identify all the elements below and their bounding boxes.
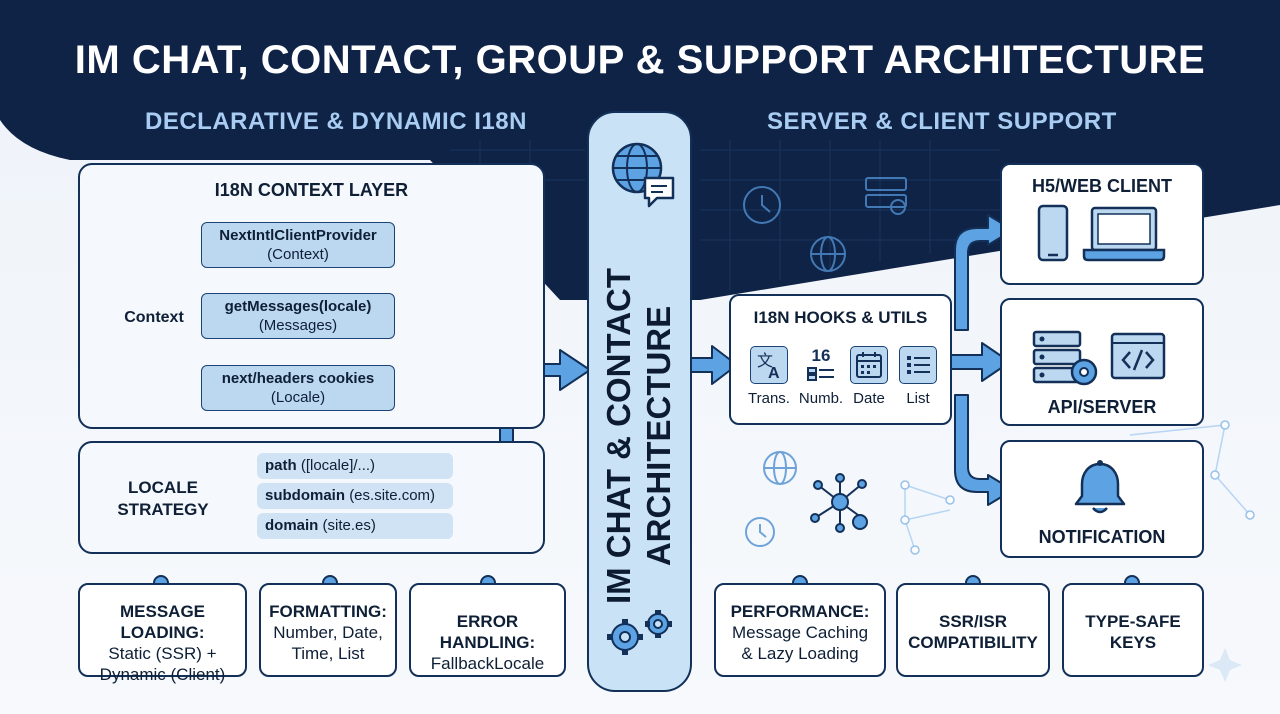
target-label-web-client: H5/WEB CLIENT — [1031, 176, 1172, 196]
feature-title: COMPATIBILITY — [908, 633, 1038, 652]
locale-option-value: (site.es) — [322, 517, 376, 534]
target-label-api-server: API/SERVER — [1047, 397, 1157, 417]
bell-icon — [1074, 460, 1126, 514]
calendar-icon — [850, 346, 888, 384]
feature-title: PERFORMANCE: — [730, 602, 870, 621]
feature-ssr-isr: SSR/ISR COMPATIBILITY — [896, 583, 1050, 677]
feature-error-handling: ERROR HANDLING: FallbackLocale — [409, 583, 566, 677]
page-title: IM CHAT, CONTACT, GROUP & SUPPORT ARCHIT… — [74, 38, 1206, 82]
feature-body: Number, Date, — [273, 623, 383, 642]
node-headers-cookies: next/headers cookies (Locale) — [201, 365, 395, 411]
hook-label-numb: Numb. — [798, 390, 844, 407]
server-icon — [1032, 330, 1166, 386]
locale-option-key: domain — [265, 517, 319, 534]
node-main-label: getMessages(locale) — [224, 298, 372, 315]
locale-option-path: path ([locale]/...) — [257, 453, 453, 479]
svg-text:A: A — [768, 365, 780, 382]
feature-body: Dynamic (Client) — [99, 665, 226, 684]
feature-title: MESSAGE LOADING: — [119, 602, 206, 642]
locale-option-key: subdomain — [265, 487, 346, 504]
right-heading: SERVER & CLIENT SUPPORT — [767, 108, 1117, 135]
locale-option-key: path — [265, 457, 297, 474]
feature-type-safe-keys: TYPE-SAFE KEYS — [1062, 583, 1204, 677]
node-main-label: NextIntlClientProvider — [219, 227, 377, 244]
number-glyph: 16 — [811, 346, 831, 365]
feature-body: Message Caching — [731, 623, 869, 642]
number-format-icon: 16 — [802, 346, 840, 384]
hooks-utils-title: I18N HOOKS & UTILS — [753, 308, 928, 327]
locale-option-value: (es.site.com) — [349, 487, 436, 504]
globe-chat-icon — [611, 142, 675, 208]
node-main-label: next/headers cookies — [221, 370, 375, 387]
node-sub-label: (Messages) — [258, 317, 338, 334]
left-heading: DECLARATIVE & DYNAMIC I18N — [145, 108, 527, 135]
feature-title: TYPE-SAFE — [1085, 612, 1181, 631]
feature-body: Time, List — [291, 644, 365, 663]
center-label-line: ARCHITECTURE — [640, 305, 677, 567]
node-sub-label: (Context) — [267, 246, 329, 263]
feature-body: FallbackLocale — [430, 654, 545, 673]
locale-strategy-title: LOCALE STRATEGY — [117, 478, 209, 519]
feature-title: KEYS — [1109, 633, 1157, 652]
svg-text:文: 文 — [757, 351, 773, 370]
feature-formatting: FORMATTING: Number, Date, Time, List — [259, 583, 397, 677]
node-nextintl-provider: NextIntlClientProvider (Context) — [201, 222, 395, 268]
hook-label-date: Date — [853, 390, 885, 407]
center-architecture-column — [587, 111, 692, 692]
node-get-messages: getMessages(locale) (Messages) — [201, 293, 395, 339]
center-label-line: IM CHAT & CONTACT — [600, 267, 637, 605]
locale-option-domain: domain (site.es) — [257, 513, 453, 539]
list-icon — [899, 346, 937, 384]
gears-icon — [607, 610, 672, 655]
hook-label-trans: Trans. — [748, 390, 790, 407]
locale-option-value: ([locale]/...) — [300, 457, 376, 474]
target-label-notification: NOTIFICATION — [1038, 527, 1166, 547]
feature-message-loading: MESSAGE LOADING: Static (SSR) + Dynamic … — [78, 583, 247, 684]
context-side-label: Context — [124, 309, 184, 326]
context-layer-title: I18N CONTEXT LAYER — [214, 180, 409, 200]
hook-label-list: List — [906, 390, 930, 407]
feature-title: FORMATTING: — [269, 602, 387, 621]
feature-body: & Lazy Loading — [741, 644, 859, 663]
feature-body: Static (SSR) + — [108, 644, 217, 663]
feature-title: ERROR HANDLING: — [439, 612, 536, 652]
feature-title: SSR/ISR — [938, 612, 1008, 631]
devices-icon — [1037, 204, 1166, 262]
feature-performance: PERFORMANCE: Message Caching & Lazy Load… — [714, 583, 886, 677]
locale-option-subdomain: subdomain (es.site.com) — [257, 483, 453, 509]
node-sub-label: (Locale) — [270, 389, 326, 406]
